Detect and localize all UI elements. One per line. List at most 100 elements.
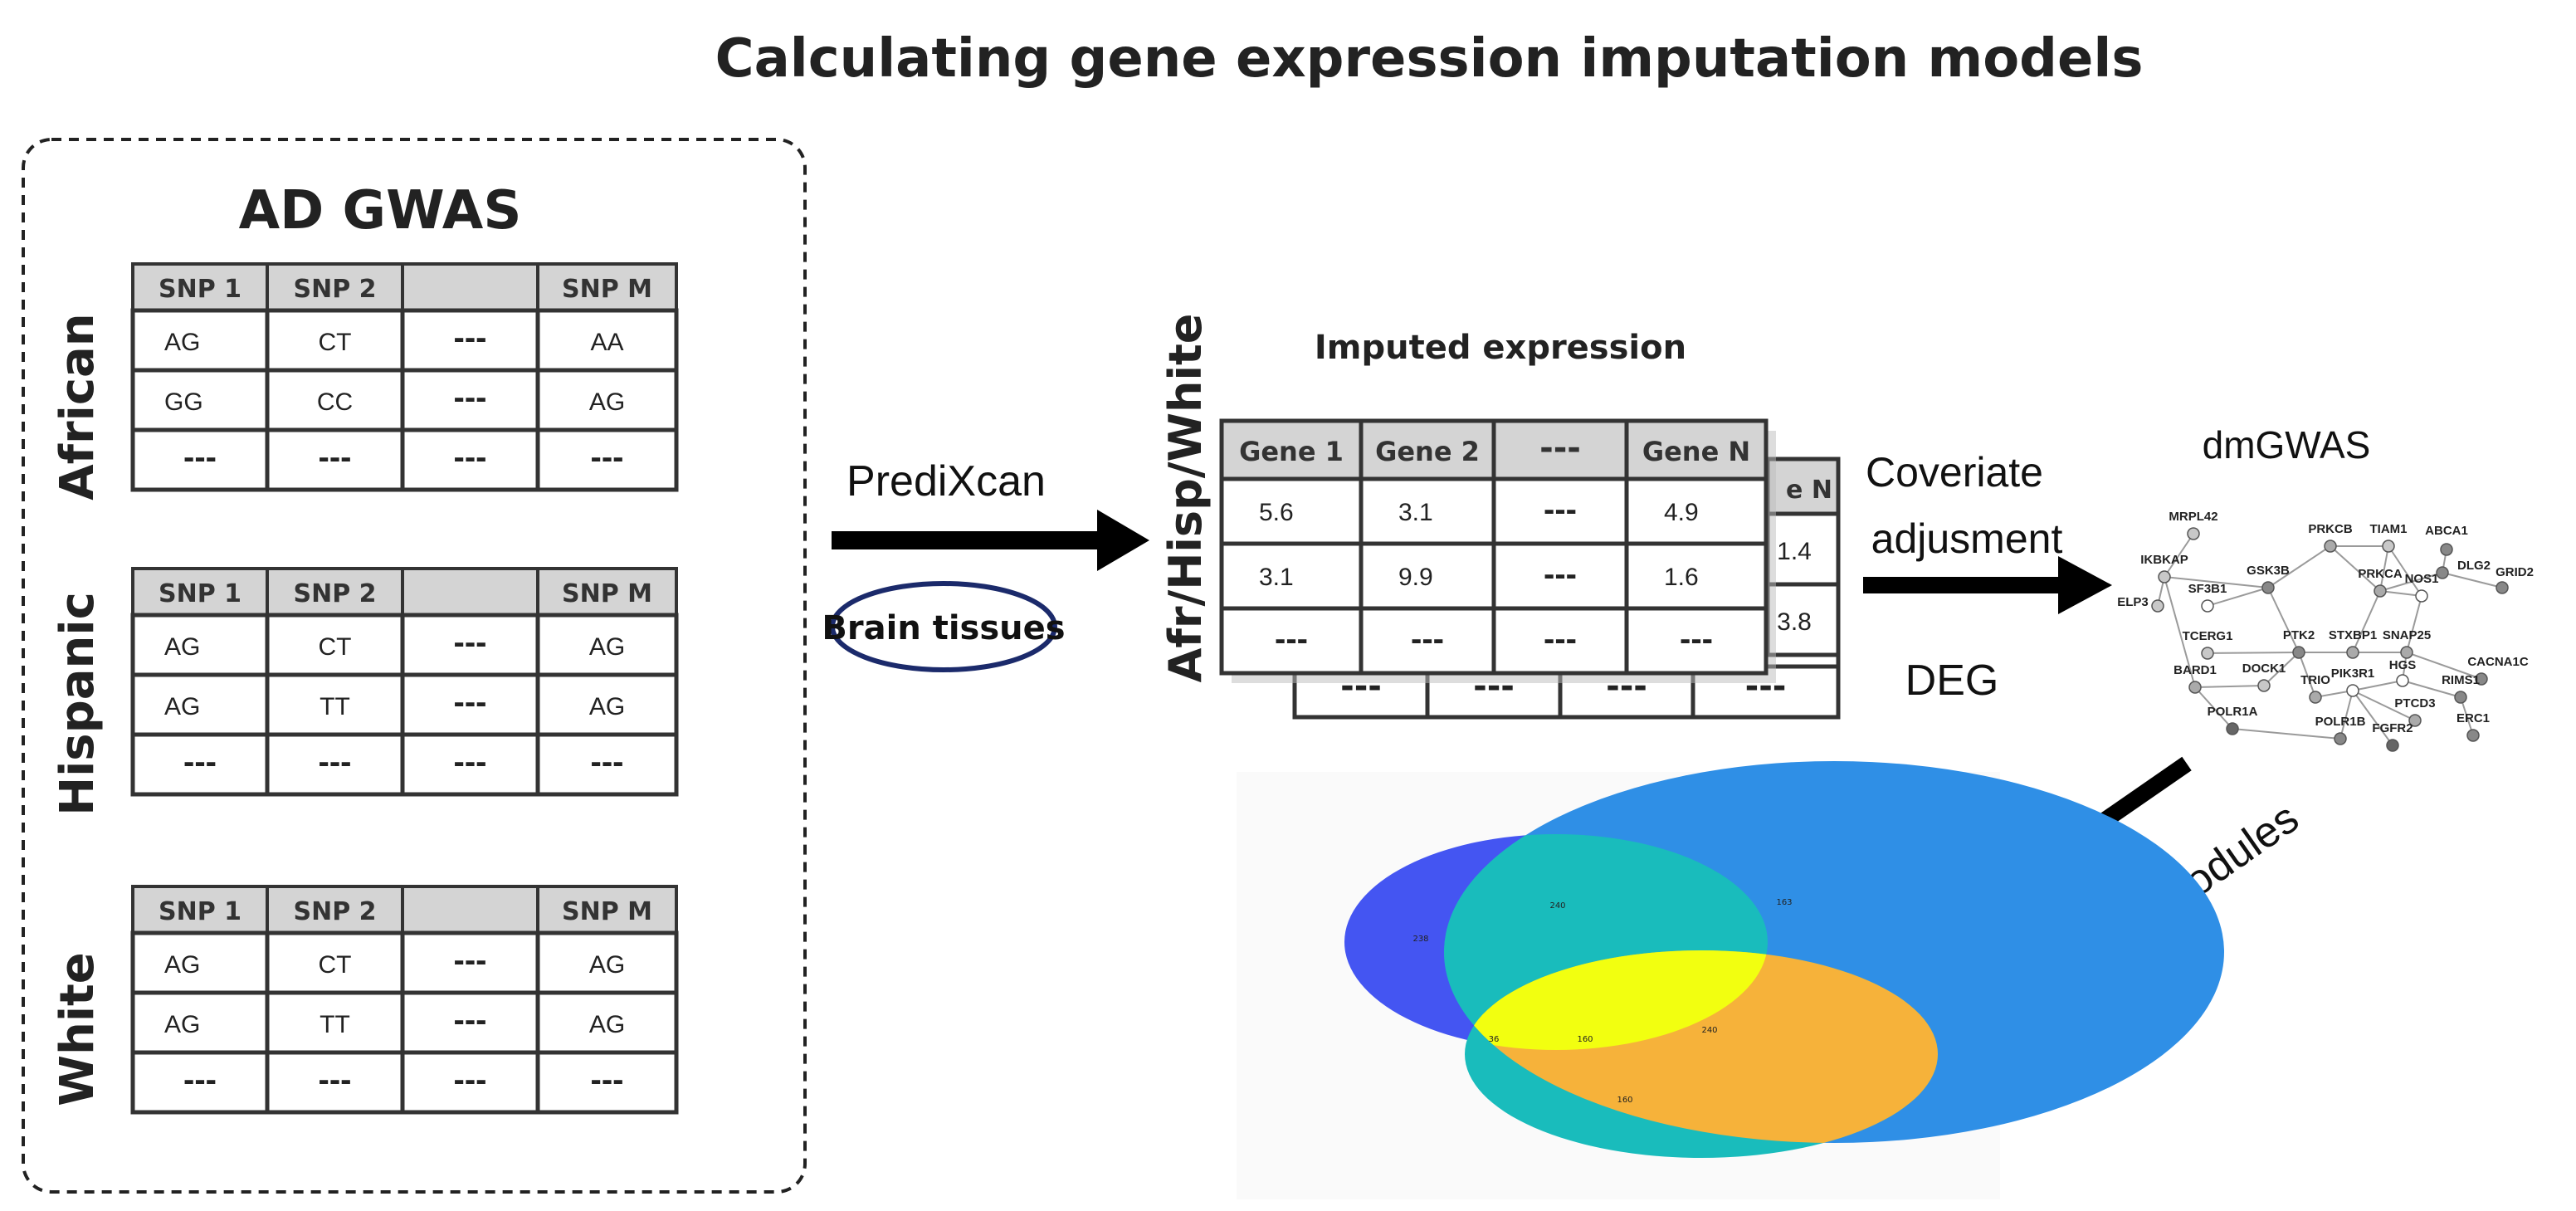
network-edge (2267, 587, 2300, 653)
network-node-label: NOS1 (2405, 572, 2439, 586)
network-node-label: POLR1B (2315, 715, 2366, 729)
gwas-header-text: SNP 2 (293, 275, 376, 304)
imputed-cell (1624, 476, 1769, 546)
gwas-header-text: SNP M (562, 275, 652, 304)
network-node-label: TRIO (2300, 673, 2330, 687)
imputed-cell-text: --- (1544, 491, 1577, 528)
network-edge (2352, 690, 2416, 721)
gwas-cell-text: AG (164, 693, 200, 720)
gwas-cell-text: AG (589, 693, 625, 720)
venn-overlap-all (1465, 950, 1768, 1050)
imputed-cell-text: 1.6 (1664, 564, 1699, 591)
imputed-cell-text: 3.1 (1259, 564, 1294, 591)
predixcan-label: PrediXcan (846, 457, 1046, 505)
gwas-header-text: SNP 1 (159, 579, 242, 608)
network-node-label: PTCD3 (2394, 696, 2435, 710)
gwas-cell-text: --- (454, 1002, 487, 1038)
network-edge (2388, 545, 2422, 597)
network-node (2151, 599, 2164, 613)
gwas-cell-text: --- (591, 744, 624, 780)
gwas-cell-text: --- (454, 942, 487, 979)
gwas-cell-text: --- (183, 744, 217, 780)
network-node-label: DOCK1 (2242, 662, 2286, 676)
network-edge (2267, 545, 2331, 588)
network-node (2201, 647, 2214, 660)
network-node (2188, 681, 2202, 694)
gwas-cell-text: AG (164, 951, 200, 979)
gwas-cell-text: AG (589, 951, 625, 979)
network-edge (2263, 652, 2300, 686)
network-node-label: DLG2 (2457, 559, 2491, 573)
imputed-cell (1219, 476, 1364, 546)
imputed-title: Imputed expression (1315, 329, 1686, 367)
network-edge (2379, 545, 2389, 592)
covariate-label-line2: adjusment (1871, 515, 2063, 562)
imputed-cell-text: --- (1411, 621, 1444, 657)
imputed-header-text: --- (1539, 429, 1581, 467)
venn-region-label: 36 (1489, 1035, 1500, 1044)
venn-region-label: 240 (1701, 1026, 1717, 1035)
gwas-cell (535, 930, 679, 995)
imputed-header-text: Gene 1 (1239, 436, 1344, 467)
network-edge (2194, 686, 2233, 730)
network-node (2187, 527, 2200, 540)
gwas-header-cell (536, 262, 678, 312)
gwas-cell (265, 930, 405, 995)
network-edge (2164, 576, 2269, 588)
network-node (2158, 570, 2171, 584)
network-node-label: SF3B1 (2188, 582, 2227, 596)
network-edge (2207, 652, 2300, 654)
venn-region-label: 163 (1776, 898, 1792, 907)
gwas-cell-text: --- (454, 1062, 487, 1098)
network-node-label: ABCA1 (2425, 524, 2468, 538)
dmgwas-title: dmGWAS (2203, 423, 2371, 466)
network-node-label: GRID2 (2496, 565, 2534, 579)
gwas-cell-text: --- (183, 439, 217, 476)
gwas-cell (265, 427, 405, 492)
network-node (2396, 674, 2409, 687)
imputed-cell-text: --- (1275, 621, 1308, 657)
middle-table-header (1765, 457, 1841, 516)
middle-table-text: 3.8 (1777, 608, 1812, 636)
gwas-cell (535, 427, 679, 492)
gwas-header-text: SNP 2 (293, 579, 376, 608)
gwas-group-label: African (51, 313, 105, 500)
gwas-cell-text: --- (319, 744, 352, 780)
network-node-label: SNAP25 (2383, 628, 2431, 642)
predixcan-arrow-head (1097, 510, 1149, 571)
network-node-label: RIMS1 (2442, 673, 2480, 687)
gwas-header-text: SNP 1 (159, 897, 242, 926)
network-node-label: FGFR2 (2372, 721, 2413, 735)
network-node (2415, 589, 2428, 603)
gwas-cell (130, 990, 270, 1055)
imputed-header-cell (1219, 418, 1364, 481)
gwas-cell-text: AG (164, 329, 200, 356)
gwas-cell-text: --- (319, 439, 352, 476)
imputed-side-label: Afr/Hisp/White (1159, 314, 1212, 683)
network-node-label: HGS (2389, 658, 2417, 672)
network-node-label: PTK2 (2283, 628, 2315, 642)
network-edge (2298, 652, 2316, 698)
gwas-cell (130, 427, 270, 492)
network-node (2436, 566, 2449, 579)
gwas-header-cell (266, 885, 404, 935)
venn-region-label: 238 (1412, 935, 1428, 944)
network-node (2309, 691, 2322, 704)
network-node (2374, 584, 2387, 598)
gwas-cell-text: CT (319, 633, 352, 661)
gwas-cell-text: AG (164, 1011, 200, 1038)
gwas-header-cell (536, 567, 678, 617)
gwas-header-cell (401, 262, 539, 312)
imputed-cell (1624, 606, 1769, 676)
network-node (2292, 646, 2305, 659)
network-node (2261, 581, 2275, 594)
gwas-panel (22, 138, 807, 1194)
venn-region-label: 160 (1577, 1035, 1593, 1044)
middle-table-text: 1.4 (1777, 538, 1812, 565)
gwas-header-text: SNP M (562, 897, 652, 926)
gwas-cell-text: --- (319, 1062, 352, 1098)
